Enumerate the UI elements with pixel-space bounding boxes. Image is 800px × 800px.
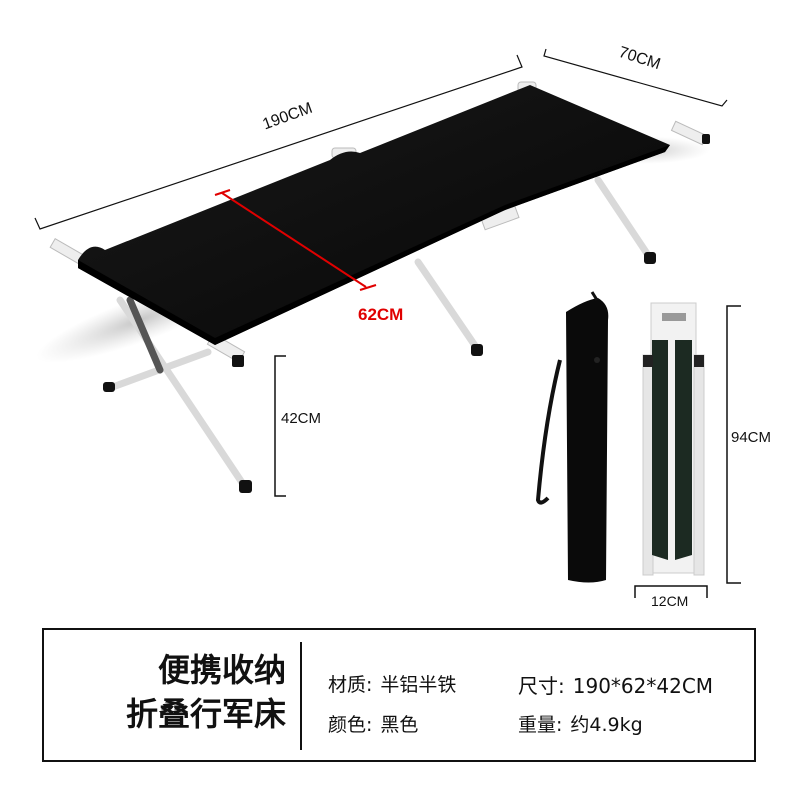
spec-value: 190*62*42CM [572,674,714,698]
spec-value: 半铝半铁 [380,674,457,696]
spec-key: 颜色: [328,714,373,736]
spec-color: 颜色: 黑色 [328,710,418,737]
product-title: 便携收纳 折叠行军床 [74,648,286,736]
spec-weight: 重量: 约4.9kg [518,710,643,737]
width-dimension-line [543,48,728,107]
spec-material: 材质: 半铝半铁 [328,670,456,697]
height-dimension-bracket [274,355,286,497]
carry-bag [535,291,609,583]
cot-fabric [78,85,670,345]
spec-value: 黑色 [380,714,419,736]
spec-key: 材质: [328,674,373,696]
height-label: 42CM [281,410,322,427]
folded-cot [642,302,705,576]
folded-width-bracket [634,585,708,598]
spec-value: 约4.9kg [570,714,643,736]
folded-width-label: 12CM [651,593,689,609]
spec-size: 尺寸: 190*62*42CM [518,670,713,699]
spec-key: 尺寸: [518,674,565,698]
bed-width-label: 62CM [358,305,404,324]
divider [300,642,302,750]
length-dimension-line [34,54,523,230]
title-line-2: 折叠行军床 [125,695,286,733]
folded-height-bracket [726,305,741,584]
spec-key: 重量: [518,714,563,736]
bed-width-dimension-line [214,189,377,291]
product-info-box: 便携收纳 折叠行军床 材质:半铝半铁 尺寸:190*62*42CM 颜色:黑色 … [42,628,756,762]
title-line-1: 便携收纳 [157,651,286,689]
folded-height-label: 94CM [731,429,772,446]
